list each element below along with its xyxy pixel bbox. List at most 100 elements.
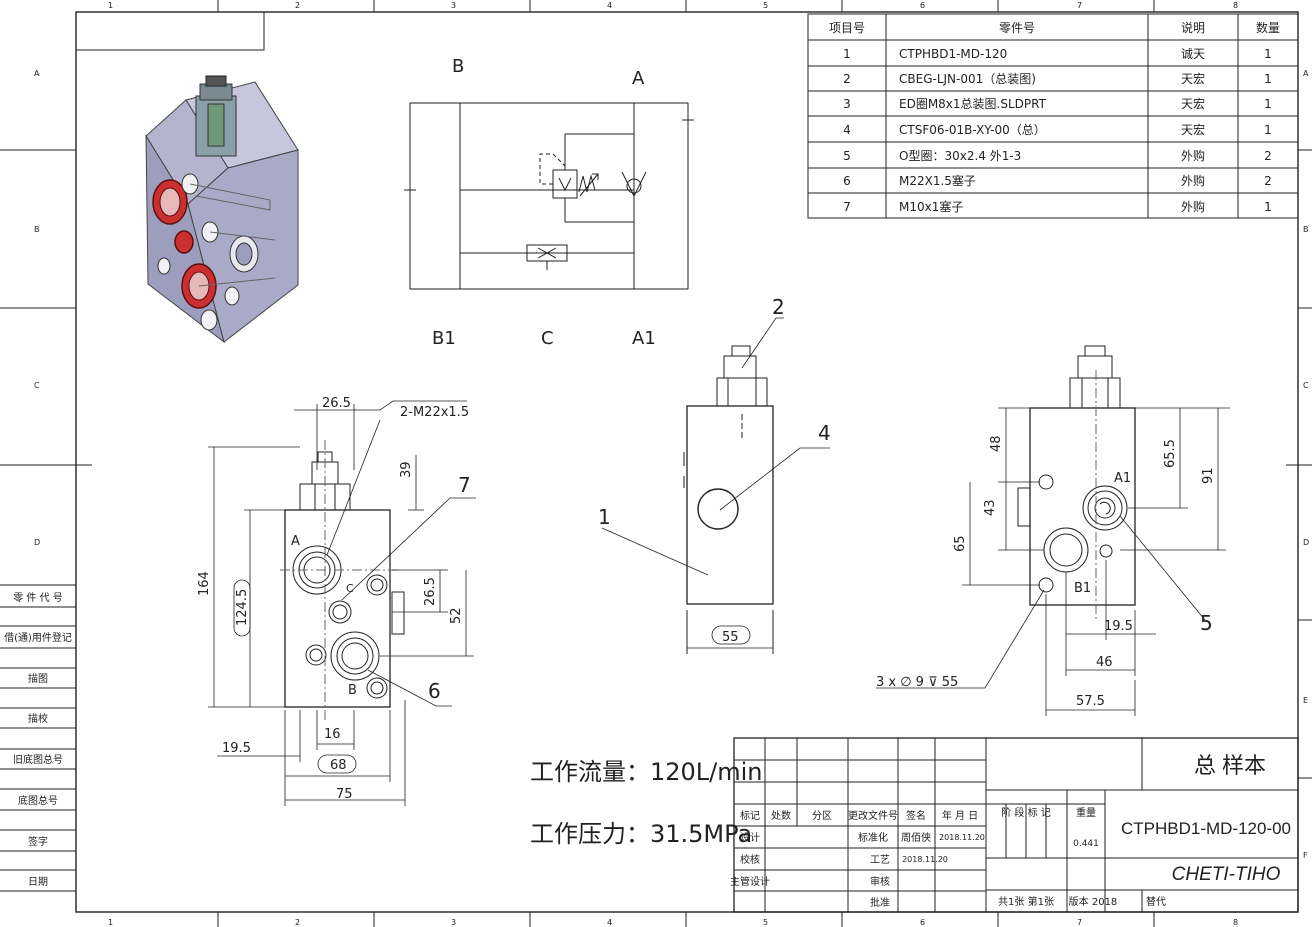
tb-header-zone: 分区 [812, 810, 832, 822]
tb-role-approve: 批准 [870, 896, 890, 909]
bom-r6-part: M22X1.5塞子 [899, 173, 976, 188]
tb-drawing-number: CTPHBD1-MD-120-00 [1121, 819, 1291, 838]
bom-r2-item: 2 [843, 72, 851, 86]
zone-row-D: D [34, 538, 40, 547]
right-port-B1: B1 [1074, 581, 1091, 596]
bom-header-part: 零件号 [999, 21, 1035, 35]
spec-flow: 工作流量：120L/min [530, 758, 763, 786]
front-dim-164: 164 [197, 571, 212, 596]
zone-col-7-bottom: 7 [1077, 918, 1082, 927]
stamp-trace-check: 描校 [28, 712, 48, 725]
bom-r4-part: CTSF06-01B-XY-00（总） [899, 123, 1046, 137]
bom-r3-qty: 1 [1264, 97, 1272, 111]
front-view [280, 440, 405, 720]
tb-company: CHETI-TIHO [1172, 864, 1281, 885]
schematic-port-A1: A1 [632, 328, 656, 349]
schematic-port-B1: B1 [432, 328, 456, 349]
bom-r7-qty: 1 [1264, 200, 1272, 214]
bom-r1-part: CTPHBD1-MD-120 [899, 47, 1007, 61]
bom-r4-qty: 1 [1264, 123, 1272, 137]
bom-r3-item: 3 [843, 97, 851, 111]
front-dim-124-5: 124.5 [235, 589, 250, 626]
bom-header-item: 项目号 [829, 21, 865, 35]
bom-r5-part: O型圈：30x2.4 外1-3 [899, 149, 1021, 163]
balloon-1: 1 [598, 505, 611, 529]
right-dim-57-5: 57.5 [1076, 694, 1105, 709]
tb-role-process: 工艺 [870, 854, 890, 866]
bom-r3-part: ED圈M8x1总装图.SLDPRT [899, 97, 1047, 111]
bom-r2-desc: 天宏 [1181, 71, 1205, 86]
zone-row-C-right: C [1303, 381, 1309, 390]
right-dim-43: 43 [983, 499, 998, 516]
front-dim-26-5: 26.5 [322, 396, 351, 411]
zone-row-A-right: A [1303, 69, 1309, 78]
tb-weight-label: 重量 [1076, 806, 1096, 819]
bom-r7-desc: 外购 [1181, 199, 1205, 214]
zone-col-5: 5 [763, 1, 768, 10]
spec-pressure: 工作压力：31.5MPa [530, 820, 752, 848]
front-dim-39: 39 [399, 461, 414, 478]
hydraulic-schematic [404, 102, 694, 290]
bom-r6-desc: 外购 [1181, 173, 1205, 188]
front-dim-68: 68 [330, 758, 347, 773]
front-dim-19-5: 19.5 [222, 741, 251, 756]
zone-row-E-right: E [1303, 696, 1308, 705]
tb-standard-sign: 周佰侠 [901, 831, 931, 844]
bom-r2-qty: 1 [1264, 72, 1272, 86]
title-block: 标记 处数 分区 更改文件号 签名 年 月 日 设计 校核 主管设计 标准化 工… [730, 737, 1299, 913]
tb-header-change-doc: 更改文件号 [848, 809, 898, 822]
tb-stage-label: 阶 段 标 记 [1001, 806, 1051, 819]
zone-col-3: 3 [451, 1, 456, 10]
bom-r1-item: 1 [843, 47, 851, 61]
schematic-port-A: A [632, 68, 645, 89]
front-port-B: B [348, 683, 357, 698]
specifications: 工作流量：120L/min 工作压力：31.5MPa [530, 758, 763, 848]
right-dim-65: 65 [953, 535, 968, 552]
tb-process-date: 2018.11.20 [902, 855, 948, 864]
zone-col-4-bottom: 4 [607, 918, 612, 927]
right-dim-48: 48 [989, 435, 1004, 452]
right-dim-91: 91 [1201, 467, 1216, 484]
zone-col-7: 7 [1077, 1, 1082, 10]
tb-header-date: 年 月 日 [942, 809, 978, 822]
front-dim-75: 75 [336, 787, 353, 802]
bom-r6-item: 6 [843, 174, 851, 188]
front-view-dimensions [208, 400, 476, 806]
stamp-signature: 签字 [28, 835, 48, 848]
bom-r2-part: CBEG-LJN-001（总装图) [899, 72, 1036, 86]
bom-r3-desc: 天宏 [1181, 96, 1205, 111]
zone-col-5-bottom: 5 [763, 918, 768, 927]
tb-header-count: 处数 [771, 809, 791, 822]
zone-col-1: 1 [108, 1, 113, 10]
bom-table: 项目号 零件号 说明 数量 1 CTPHBD1-MD-120 诚天 1 2 CB… [807, 13, 1299, 219]
stamp-base-number: 底图总号 [18, 794, 58, 807]
tb-role-standard: 标准化 [858, 831, 888, 844]
tb-role-chief: 主管设计 [730, 875, 770, 888]
zone-row-B: B [34, 225, 40, 234]
zone-row-C: C [34, 381, 40, 390]
tb-standard-date: 2018.11.20 [939, 833, 985, 842]
zone-col-8: 8 [1233, 1, 1238, 10]
zone-row-F-right: F [1303, 851, 1308, 860]
front-dim-16: 16 [324, 727, 341, 742]
tb-role-check: 校核 [740, 853, 760, 866]
left-stamp-column: 零 件 代 号 借(通)用件登记 描图 描校 旧底图总号 底图总号 签字 日期 [0, 584, 76, 892]
bom-header-qty: 数量 [1256, 20, 1280, 35]
bom-header-desc: 说明 [1181, 20, 1205, 35]
bom-r1-desc: 诚天 [1181, 47, 1205, 61]
zone-col-3-bottom: 3 [451, 918, 456, 927]
right-view-labels: A1 B1 48 43 65 65.5 91 19.5 46 57.5 3 x … [876, 435, 1216, 709]
balloon-4: 4 [818, 421, 831, 445]
balloon-2: 2 [772, 295, 785, 319]
zone-col-1-bottom: 1 [108, 918, 113, 927]
zone-row-D-right: D [1303, 538, 1309, 547]
front-port-C: C [346, 582, 354, 595]
tb-replace: 替代 [1146, 895, 1166, 908]
stamp-tracing: 描图 [28, 672, 48, 685]
zone-col-2-bottom: 2 [295, 918, 300, 927]
schematic-port-C: C [541, 328, 554, 349]
side-view-labels: 55 2 4 1 [598, 295, 831, 645]
isometric-valve-render [145, 75, 299, 344]
right-dim-19-5: 19.5 [1104, 619, 1133, 634]
